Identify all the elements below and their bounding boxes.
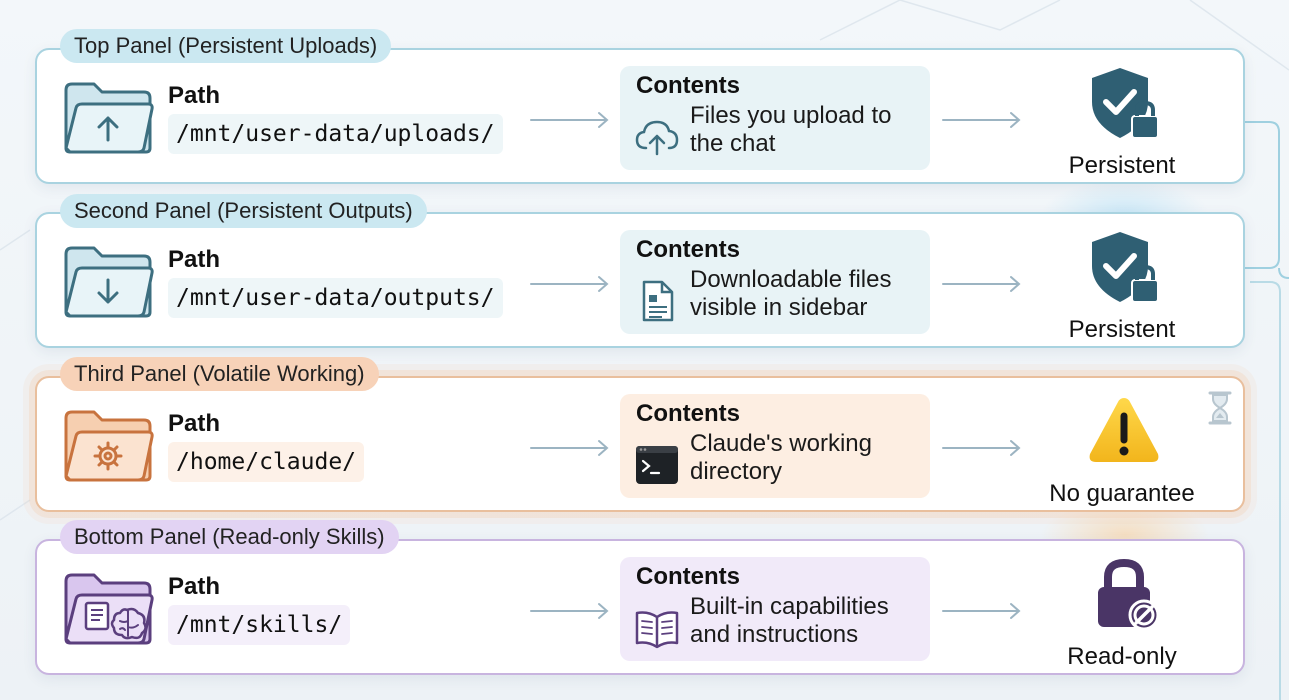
shield-lock-icon — [1092, 232, 1159, 303]
path-label: Path — [168, 410, 221, 437]
path-label: Path — [168, 246, 221, 273]
contents-description: Downloadable files visible in sidebar — [690, 266, 892, 321]
arrow-right-icon — [942, 276, 1021, 292]
path-value: /mnt/user-data/outputs/ — [168, 278, 503, 318]
status-text: Persistent — [1068, 152, 1176, 179]
folder-download-icon — [64, 246, 154, 318]
path-label: Path — [168, 573, 221, 600]
panel-tag: Second Panel (Persistent Outputs) — [60, 194, 427, 228]
path-value: /home/claude/ — [168, 442, 365, 482]
contents-box: Contents Files you upload to the chat — [620, 66, 930, 170]
path-value: /mnt/skills/ — [168, 605, 351, 645]
arrow-right-icon — [530, 276, 609, 292]
contents-label: Contents — [636, 400, 740, 427]
contents-description: Claude's working directory — [690, 430, 873, 485]
contents-label: Contents — [636, 72, 740, 99]
contents-box: Contents Built-in capabilities and instr… — [620, 557, 930, 661]
path-value: /mnt/user-data/uploads/ — [168, 114, 503, 154]
folder-gear-icon — [64, 410, 154, 482]
status-indicator: Persistent — [1022, 60, 1222, 180]
status-text: No guarantee — [1049, 480, 1195, 507]
arrow-right-icon — [942, 603, 1021, 619]
panel-read-only-skills: Path /mnt/skills/ Contents Built-in capa… — [35, 539, 1245, 675]
padlock-blocked-icon — [1098, 558, 1160, 631]
warning-icon — [1089, 398, 1159, 462]
path-label: Path — [168, 82, 221, 109]
contents-description: Built-in capabilities and instructions — [690, 593, 889, 648]
status-text: Read-only — [1067, 643, 1177, 670]
arrow-right-icon — [530, 440, 609, 456]
contents-label: Contents — [636, 563, 740, 590]
open-book-icon — [635, 611, 679, 649]
arrow-right-icon — [530, 112, 609, 128]
document-icon — [642, 280, 674, 322]
panel-tag: Third Panel (Volatile Working) — [60, 357, 379, 391]
panel-tag: Bottom Panel (Read-only Skills) — [60, 520, 399, 554]
folder-upload-icon — [64, 82, 154, 154]
status-indicator: Persistent — [1022, 224, 1222, 344]
status-indicator: Read-only — [1022, 551, 1222, 671]
contents-box: Contents Claude's working directory — [620, 394, 930, 498]
folder-brain-icon — [64, 573, 154, 645]
shield-lock-icon — [1092, 68, 1159, 139]
arrow-right-icon — [530, 603, 609, 619]
cloud-upload-icon — [635, 120, 679, 156]
side-frame-line — [1250, 281, 1281, 700]
hourglass-icon — [1208, 391, 1232, 425]
panel-connector-line — [1243, 121, 1289, 279]
terminal-icon — [636, 446, 678, 484]
status-indicator: No guarantee — [1022, 388, 1222, 508]
panel-persistent-uploads: Path /mnt/user-data/uploads/ Contents Fi… — [35, 48, 1245, 184]
contents-label: Contents — [636, 236, 740, 263]
status-text: Persistent — [1068, 316, 1176, 343]
panel-tag: Top Panel (Persistent Uploads) — [60, 29, 392, 63]
arrow-right-icon — [942, 440, 1021, 456]
contents-box: Contents Downloadable files visible in s… — [620, 230, 930, 334]
panel-volatile-working: Path /home/claude/ Contents Claude's wor… — [35, 376, 1245, 512]
contents-description: Files you upload to the chat — [690, 102, 892, 157]
arrow-right-icon — [942, 112, 1021, 128]
panel-persistent-outputs: Path /mnt/user-data/outputs/ Contents Do… — [35, 212, 1245, 348]
